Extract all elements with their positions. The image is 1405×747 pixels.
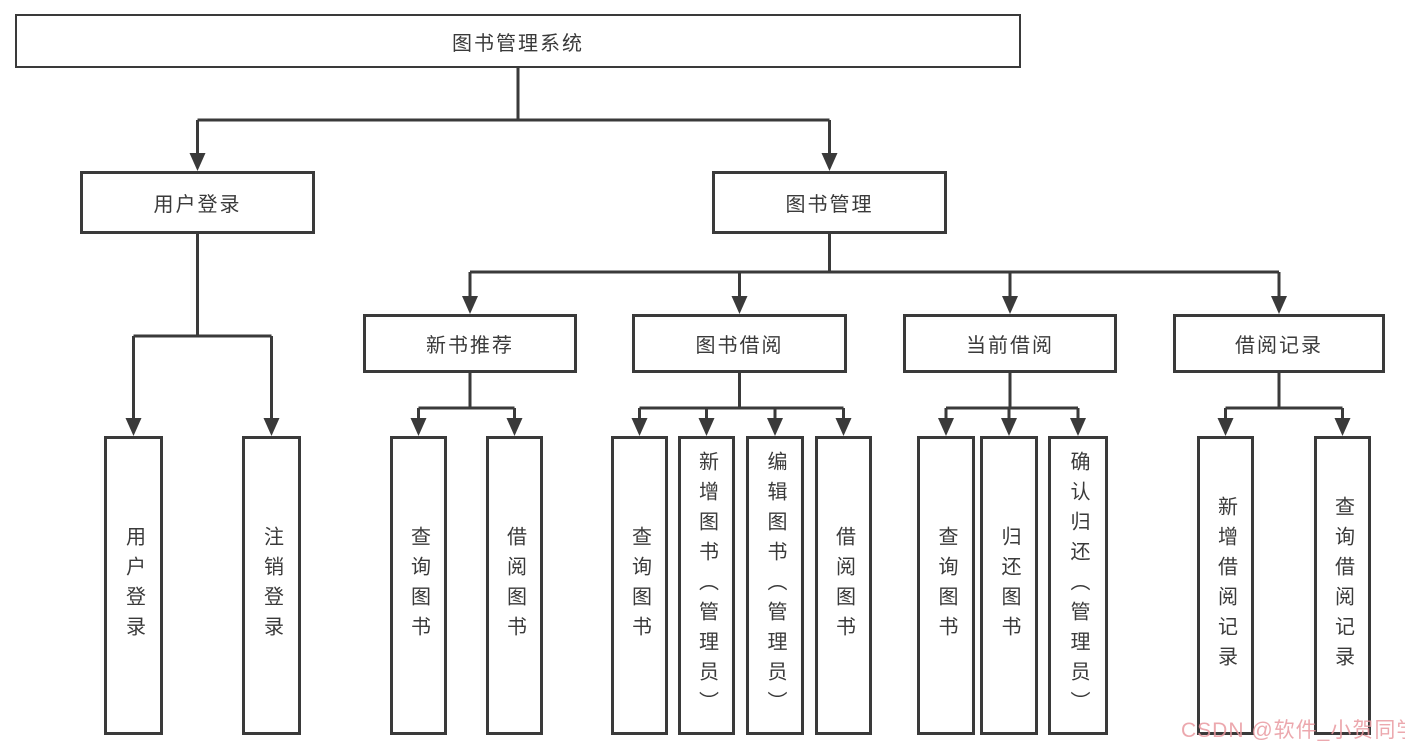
- node-label: 确认归还（管理员）: [1067, 450, 1089, 721]
- leaf-user-login: 用户登录: [104, 436, 163, 735]
- node-label: 借阅记录: [1235, 335, 1323, 357]
- node-label: 用户登录: [122, 525, 145, 646]
- node-label: 图书借阅: [695, 335, 784, 357]
- node-label: 当前借阅: [966, 335, 1054, 357]
- leaf-return-books: 归还图书: [980, 436, 1038, 735]
- csdn-watermark: CSDN @软件_小贺同学: [1181, 719, 1405, 742]
- node-library-management-system: 图书管理系统: [15, 14, 1021, 68]
- leaf-query-books-2: 查询图书: [611, 436, 668, 735]
- node-current-borrow: 当前借阅: [903, 314, 1117, 373]
- leaf-query-books-1: 查询图书: [390, 436, 447, 735]
- leaf-borrow-books-1: 借阅图书: [486, 436, 543, 735]
- node-label: 归还图书: [998, 525, 1020, 646]
- node-user-login: 用户登录: [80, 171, 315, 234]
- node-label: 编辑图书（管理员）: [764, 450, 786, 721]
- node-label: 借阅图书: [503, 525, 526, 646]
- node-borrow-records: 借阅记录: [1173, 314, 1385, 373]
- node-label: 图书管理系统: [452, 32, 584, 55]
- node-label: 借阅图书: [832, 525, 855, 646]
- node-label: 新书推荐: [426, 335, 514, 357]
- node-new-book-recommend: 新书推荐: [363, 314, 577, 373]
- node-book-borrow: 图书借阅: [632, 314, 847, 373]
- arrowheads: [125, 153, 1351, 436]
- leaf-edit-books-admin: 编辑图书（管理员）: [746, 436, 804, 735]
- node-label: 图书管理: [785, 194, 874, 216]
- node-label: 新增图书（管理员）: [695, 450, 718, 721]
- node-label: 查询图书: [628, 525, 651, 646]
- leaf-query-borrow-record: 查询借阅记录: [1314, 436, 1371, 735]
- leaf-confirm-return-admin: 确认归还（管理员）: [1048, 436, 1108, 735]
- node-label: 查询图书: [935, 525, 957, 646]
- node-label: 查询借阅记录: [1331, 495, 1354, 676]
- node-label: 注销登录: [260, 525, 283, 646]
- leaf-add-books-admin: 新增图书（管理员）: [678, 436, 735, 735]
- node-book-management: 图书管理: [712, 171, 947, 234]
- node-label: 新增借阅记录: [1214, 495, 1237, 676]
- leaf-logout: 注销登录: [242, 436, 301, 735]
- leaf-add-borrow-record: 新增借阅记录: [1197, 436, 1254, 735]
- connector-elbows: [132, 68, 1344, 420]
- node-label: 用户登录: [153, 194, 242, 216]
- leaf-borrow-books-2: 借阅图书: [815, 436, 872, 735]
- node-label: 查询图书: [407, 525, 430, 646]
- leaf-query-books-3: 查询图书: [917, 436, 975, 735]
